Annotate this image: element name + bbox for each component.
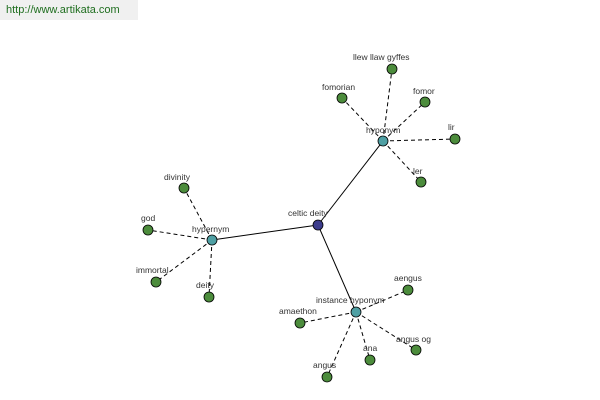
node-god[interactable]: god bbox=[141, 213, 155, 236]
edge-hypernym-to-deity bbox=[208, 239, 213, 298]
node-angus[interactable]: angus bbox=[313, 360, 336, 383]
edge-hypernym-to-god bbox=[147, 229, 213, 241]
node-marker-amaethon[interactable] bbox=[294, 317, 306, 329]
node-label-immortal[interactable]: immortal bbox=[136, 265, 169, 275]
edge-hyponym-to-fomor bbox=[382, 101, 426, 142]
edge-hypernym-to-immortal bbox=[155, 239, 213, 283]
node-aengus[interactable]: aengus bbox=[394, 273, 422, 296]
node-marker-angus[interactable] bbox=[321, 371, 333, 383]
source-url-banner[interactable]: http://www.artikata.com bbox=[0, 0, 138, 20]
node-ana[interactable]: ana bbox=[363, 343, 377, 366]
edge-celtic-deity-to-hypernym bbox=[211, 224, 319, 241]
edge-instance-hyponym-to-angus-og bbox=[355, 311, 417, 351]
node-label-god[interactable]: god bbox=[141, 213, 155, 223]
edge-celtic-deity-to-hyponym bbox=[317, 140, 384, 226]
node-marker-deity[interactable] bbox=[203, 291, 215, 303]
edges-layer bbox=[147, 68, 456, 378]
node-marker-aengus[interactable] bbox=[402, 284, 414, 296]
node-label-llew-llaw-gyffes[interactable]: llew llaw gyffes bbox=[353, 52, 410, 62]
node-marker-hyponym[interactable] bbox=[377, 135, 389, 147]
node-hyponym[interactable]: hyponym bbox=[366, 125, 401, 147]
node-label-ler[interactable]: ler bbox=[413, 166, 423, 176]
node-label-hypernym[interactable]: hypernym bbox=[192, 224, 229, 234]
nodes-layer: celtic deity hyponym hypernym instance hypo… bbox=[136, 52, 461, 383]
node-immortal[interactable]: immortal bbox=[136, 265, 169, 288]
node-celtic-deity[interactable]: celtic deity bbox=[288, 208, 328, 231]
node-label-deity[interactable]: deity bbox=[196, 280, 215, 290]
node-llew-llaw-gyffes[interactable]: llew llaw gyffes bbox=[353, 52, 410, 75]
node-marker-fomor[interactable] bbox=[419, 96, 431, 108]
node-marker-divinity[interactable] bbox=[178, 182, 190, 194]
node-marker-llew-llaw-gyffes[interactable] bbox=[386, 63, 398, 75]
edge-hyponym-to-ler bbox=[382, 140, 422, 183]
node-label-hyponym[interactable]: hyponym bbox=[366, 125, 401, 135]
node-fomor[interactable]: fomor bbox=[413, 86, 435, 108]
node-marker-fomorian[interactable] bbox=[336, 92, 348, 104]
edge-celtic-deity-to-instance-hyponym bbox=[317, 224, 357, 313]
node-fomorian[interactable]: fomorian bbox=[322, 82, 355, 104]
node-label-angus[interactable]: angus bbox=[313, 360, 336, 370]
node-label-aengus[interactable]: aengus bbox=[394, 273, 422, 283]
node-marker-hypernym[interactable] bbox=[206, 234, 218, 246]
node-amaethon[interactable]: amaethon bbox=[279, 306, 317, 329]
node-label-ana[interactable]: ana bbox=[363, 343, 377, 353]
node-label-divinity[interactable]: divinity bbox=[164, 172, 191, 182]
edge-hyponym-to-llew-llaw-gyffes bbox=[382, 68, 393, 142]
edge-hyponym-to-lir bbox=[382, 138, 456, 142]
node-label-instance-hyponym[interactable]: instance hyponym bbox=[316, 295, 385, 305]
node-label-lir[interactable]: lir bbox=[448, 122, 455, 132]
node-instance-hyponym[interactable]: instance hyponym bbox=[316, 295, 385, 318]
node-angus-og[interactable]: angus og bbox=[396, 334, 431, 356]
node-marker-celtic-deity[interactable] bbox=[312, 219, 324, 231]
edge-instance-hyponym-to-angus bbox=[326, 311, 357, 378]
node-marker-angus-og[interactable] bbox=[410, 344, 422, 356]
node-ler[interactable]: ler bbox=[413, 166, 427, 188]
node-marker-god[interactable] bbox=[142, 224, 154, 236]
node-marker-lir[interactable] bbox=[449, 133, 461, 145]
node-label-fomor[interactable]: fomor bbox=[413, 86, 435, 96]
edge-instance-hyponym-to-amaethon bbox=[299, 311, 357, 324]
node-marker-instance-hyponym[interactable] bbox=[350, 306, 362, 318]
node-label-angus-og[interactable]: angus og bbox=[396, 334, 431, 344]
node-lir[interactable]: lir bbox=[448, 122, 461, 145]
node-marker-immortal[interactable] bbox=[150, 276, 162, 288]
node-label-celtic-deity[interactable]: celtic deity bbox=[288, 208, 328, 218]
edge-hypernym-to-divinity bbox=[183, 187, 213, 241]
node-marker-ler[interactable] bbox=[415, 176, 427, 188]
edge-hyponym-to-fomorian bbox=[341, 97, 384, 142]
node-marker-ana[interactable] bbox=[364, 354, 376, 366]
node-hypernym[interactable]: hypernym bbox=[192, 224, 229, 246]
node-divinity[interactable]: divinity bbox=[164, 172, 191, 194]
edge-instance-hyponym-to-ana bbox=[355, 311, 371, 361]
node-deity[interactable]: deity bbox=[196, 280, 215, 303]
node-label-amaethon[interactable]: amaethon bbox=[279, 306, 317, 316]
edge-instance-hyponym-to-aengus bbox=[355, 289, 409, 313]
node-label-fomorian[interactable]: fomorian bbox=[322, 82, 355, 92]
